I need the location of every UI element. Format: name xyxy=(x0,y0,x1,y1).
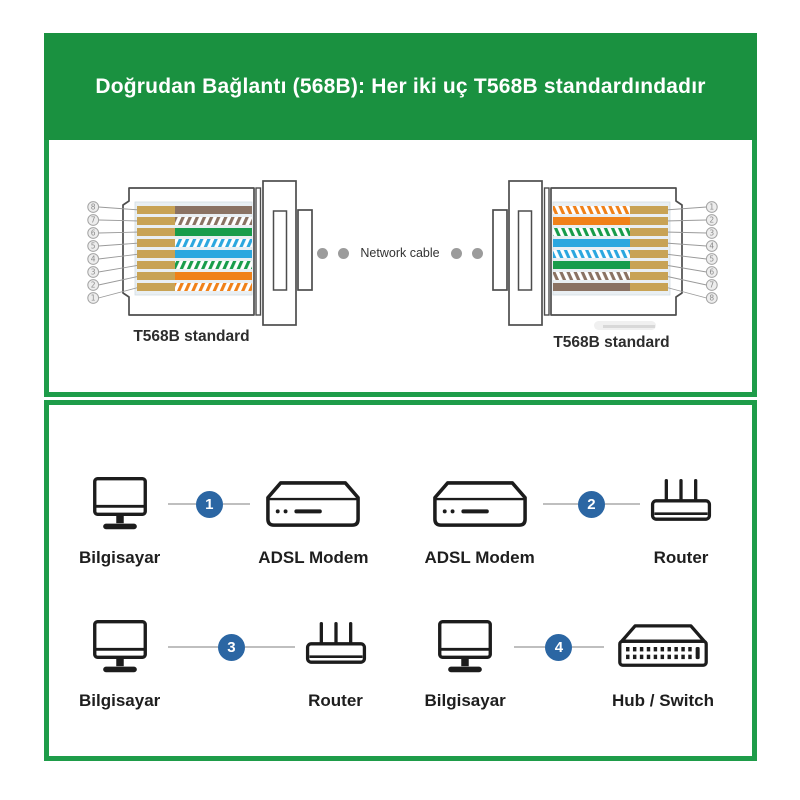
wire-green xyxy=(553,261,630,269)
wire-orange xyxy=(553,217,630,225)
standard-label-left: T568B standard xyxy=(133,328,250,345)
computer-icon xyxy=(435,618,495,676)
router-icon xyxy=(648,476,714,533)
device-right: Router xyxy=(648,471,714,568)
adsl-modem-icon xyxy=(264,479,362,530)
device-label: Bilgisayar xyxy=(79,548,161,567)
pin-number: 5 xyxy=(91,242,96,251)
wire-white-green xyxy=(553,228,630,236)
wire-white-green xyxy=(175,261,252,269)
cable-link: 1 xyxy=(168,471,251,537)
hub-switch-icon xyxy=(615,621,711,673)
computer-icon xyxy=(90,618,150,676)
header-banner: Doğrudan Bağlantı (568B): Her iki uç T56… xyxy=(44,33,757,140)
device-label: ADSL Modem xyxy=(258,548,369,567)
device-left: ADSL Modem xyxy=(425,471,535,568)
pin-number: 5 xyxy=(709,255,714,264)
pin-number: 3 xyxy=(91,268,96,277)
device-label: ADSL Modem xyxy=(424,548,535,567)
device-label: Hub / Switch xyxy=(612,691,714,710)
connection-number-badge: 1 xyxy=(195,490,223,518)
infographic-frame: Doğrudan Bağlantı (568B): Her iki uç T56… xyxy=(44,33,757,761)
device-right: ADSL Modem xyxy=(258,471,369,568)
pin-number: 1 xyxy=(91,294,96,303)
device-right: Router xyxy=(303,614,369,711)
cable-diagram-section: 8 7 6 5 4 3 2 1 1 2 3 4 5 6 7 8 Network cable T568B st… xyxy=(44,140,757,397)
connection-diagram: Bilgisayar 3 Router xyxy=(79,614,369,711)
device-left: Bilgisayar xyxy=(79,471,160,568)
device-left: Bilgisayar xyxy=(425,614,506,711)
pin-number: 7 xyxy=(709,281,714,290)
connection-number-badge: 4 xyxy=(545,633,573,661)
connection-number-badge: 3 xyxy=(217,633,245,661)
pin-number: 4 xyxy=(91,255,96,264)
connection-diagram: Bilgisayar 4 Hub / Switch xyxy=(425,614,714,711)
router-icon xyxy=(303,619,369,676)
pin-number: 4 xyxy=(709,242,714,251)
adsl-modem-icon xyxy=(431,479,529,530)
wire-orange xyxy=(175,272,252,280)
wire-white-orange xyxy=(175,283,252,291)
wire-white-orange xyxy=(553,206,630,214)
cable-line xyxy=(604,503,641,505)
page-title: Doğrudan Bağlantı (568B): Her iki uç T56… xyxy=(95,74,706,98)
pin-number: 7 xyxy=(91,216,96,225)
wire-white-blue xyxy=(175,239,252,247)
rj45-connector-right: 1 2 3 4 5 6 7 8 xyxy=(492,180,718,326)
pin-number: 3 xyxy=(709,229,714,238)
device-label: Bilgisayar xyxy=(424,691,506,710)
pin-number: 1 xyxy=(709,203,714,212)
cable-dot xyxy=(317,247,329,259)
cable-dot xyxy=(338,247,350,259)
cable-line xyxy=(542,503,578,505)
connection-number-badge: 2 xyxy=(577,490,605,518)
cable-line xyxy=(572,646,605,648)
image-artifact xyxy=(603,325,655,328)
device-label: Bilgisayar xyxy=(79,691,161,710)
cable-link: 2 xyxy=(542,471,641,537)
cable-dot xyxy=(471,247,483,259)
connection-diagram: ADSL Modem 2 Router xyxy=(425,471,715,568)
cable-line xyxy=(168,503,196,505)
wire-green xyxy=(175,228,252,236)
pin-number: 2 xyxy=(709,216,714,225)
wire-brown xyxy=(175,206,252,214)
pin-number: 6 xyxy=(91,229,96,238)
connection-grid: Bilgisayar 1 ADSL Modem ADSL Modem 2 Rou… xyxy=(49,405,752,711)
cable-link: 4 xyxy=(513,614,605,680)
wire-white-brown xyxy=(175,217,252,225)
cable-line xyxy=(513,646,546,648)
wire-brown xyxy=(553,283,630,291)
wire-white-blue xyxy=(553,250,630,258)
standard-label-right: T568B standard xyxy=(553,334,670,351)
pin-number: 8 xyxy=(91,203,96,212)
pin-number: 2 xyxy=(91,281,96,290)
pin-number: 6 xyxy=(709,268,714,277)
rj45-connector-left: 8 7 6 5 4 3 2 1 xyxy=(87,180,313,326)
network-cable-indicator: Network cable xyxy=(311,244,489,262)
connection-diagram: Bilgisayar 1 ADSL Modem xyxy=(79,471,369,568)
device-left: Bilgisayar xyxy=(79,614,160,711)
cable-line xyxy=(244,646,295,648)
connection-examples-section: Bilgisayar 1 ADSL Modem ADSL Modem 2 Rou… xyxy=(44,400,757,761)
wire-white-brown xyxy=(553,272,630,280)
wire-blue xyxy=(553,239,630,247)
device-label: Router xyxy=(308,691,363,710)
cable-dot xyxy=(450,247,462,259)
device-right: Hub / Switch xyxy=(612,614,714,711)
cable-link: 3 xyxy=(168,614,295,680)
device-label: Router xyxy=(653,548,709,567)
pin-number: 8 xyxy=(709,294,714,303)
cable-line xyxy=(222,503,251,505)
cable-line xyxy=(168,646,218,648)
network-cable-label: Network cable xyxy=(360,246,440,260)
wire-blue xyxy=(175,250,252,258)
computer-icon xyxy=(90,475,150,533)
